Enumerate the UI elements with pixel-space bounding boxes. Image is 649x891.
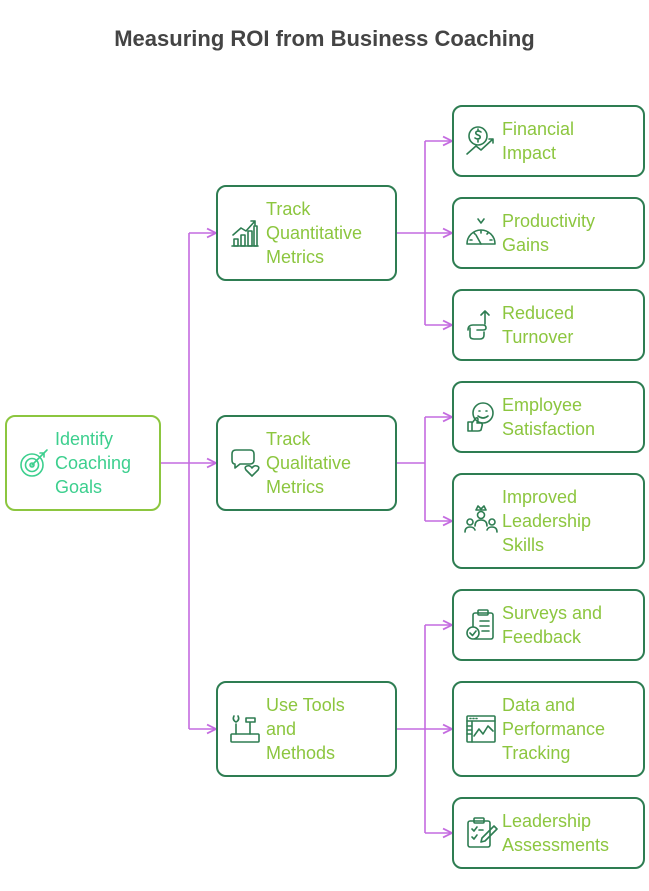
label-line: Reduced (502, 303, 575, 323)
label-line: Qualitative (266, 453, 352, 473)
label-line: Leadership (502, 811, 592, 831)
label-line: Feedback (502, 627, 582, 647)
diagram-title: Measuring ROI from Business Coaching (114, 26, 535, 51)
label-line: Track (266, 199, 311, 219)
node-employee-satisfaction[interactable]: Employee Satisfaction (452, 381, 645, 453)
label-line: Performance (502, 719, 606, 739)
clipboard-check-icon (466, 609, 494, 640)
clipboard-pencil-icon (467, 817, 498, 848)
label-line: Assessments (502, 835, 610, 855)
label-line: Quantitative (266, 223, 363, 243)
label-line: Coaching (55, 453, 132, 473)
label-line: Identify (55, 429, 114, 449)
label-line: Employee (502, 395, 583, 415)
label-line: Skills (502, 535, 545, 555)
node-financial-impact[interactable]: Financial Impact (452, 105, 645, 177)
chat-heart-icon (231, 449, 260, 477)
connector-root-trunk (161, 233, 190, 729)
label-line: Impact (502, 143, 557, 163)
label-line: Leadership (502, 511, 592, 531)
team-leader-icon (464, 505, 498, 533)
node-data-and-performance-tracking[interactable]: Data and Performance Tracking (452, 681, 645, 777)
label-line: Surveys and (502, 603, 603, 623)
smiley-thumbs-icon (467, 402, 494, 432)
hand-up-arrow-icon (467, 310, 490, 340)
node-track-quantitative-metrics[interactable]: Track Quantitative Metrics (216, 185, 397, 281)
node-reduced-turnover[interactable]: Reduced Turnover (452, 289, 645, 361)
dashboard-icon (466, 715, 496, 743)
dollar-growth-icon (466, 126, 494, 155)
label-line: Goals (55, 477, 103, 497)
speedometer-icon (466, 218, 496, 245)
node-improved-leadership-skills[interactable]: Improved Leadership Skills (452, 473, 645, 569)
label-line: Use Tools (266, 695, 345, 715)
connector-tools-trunk (397, 625, 426, 833)
label-line: Productivity (502, 211, 596, 231)
node-productivity-gains[interactable]: Productivity Gains (452, 197, 645, 269)
node-identify-coaching-goals[interactable]: Identify Coaching Goals (5, 415, 161, 511)
node-track-qualitative-metrics[interactable]: Track Qualitative Metrics (216, 415, 397, 511)
node-leadership-assessments[interactable]: Leadership Assessments (452, 797, 645, 869)
label-line: Tracking (502, 743, 571, 763)
label-line: Improved (502, 487, 578, 507)
bar-chart-icon (231, 220, 259, 247)
node-use-tools-and-methods[interactable]: Use Tools and Methods (216, 681, 397, 777)
label-line: Turnover (502, 327, 574, 347)
label-line: Track (266, 429, 311, 449)
node-surveys-and-feedback[interactable]: Surveys and Feedback (452, 589, 645, 661)
connector-qual-trunk (397, 417, 426, 521)
label-line: Metrics (266, 247, 324, 267)
tools-icon (230, 715, 260, 743)
connector-quant-trunk (397, 141, 426, 325)
label-line: Satisfaction (502, 419, 596, 439)
label-line: Data and (502, 695, 576, 715)
target-icon (20, 449, 48, 477)
label-line: Financial (502, 119, 575, 139)
label-line: Metrics (266, 477, 324, 497)
label-line: and (266, 719, 297, 739)
label-line: Methods (266, 743, 336, 763)
label-line: Gains (502, 235, 550, 255)
